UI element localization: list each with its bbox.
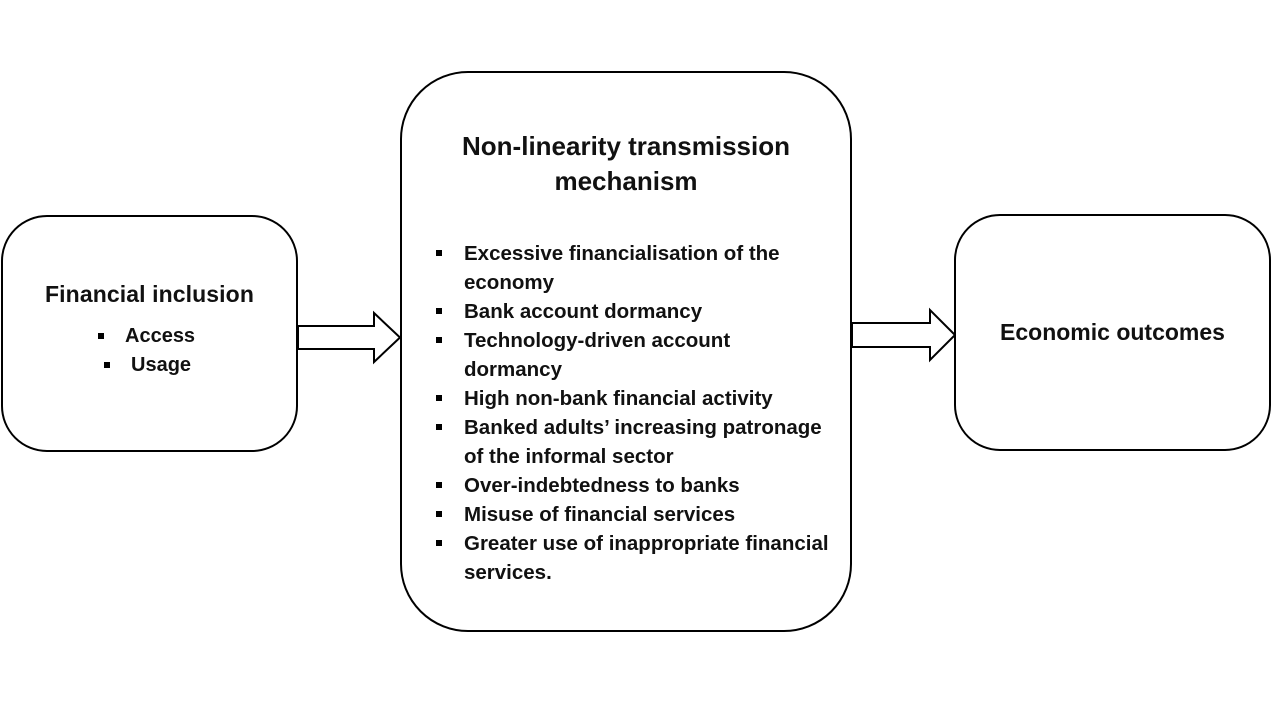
financial-inclusion-box: Financial inclusion Access Usage — [1, 215, 298, 452]
bullet-square-icon — [436, 482, 442, 488]
financial-inclusion-title: Financial inclusion — [45, 281, 254, 307]
bullet-square-icon — [104, 362, 110, 368]
list-item: Excessive financialisation of the econom… — [436, 239, 830, 297]
list-item-label: Technology-driven account dormancy — [464, 329, 731, 381]
bullet-square-icon — [436, 337, 442, 343]
bullet-square-icon — [436, 511, 442, 517]
list-item: Bank account dormancy — [436, 297, 830, 326]
economic-outcomes-title: Economic outcomes — [1000, 319, 1225, 345]
list-item-label: Access — [125, 325, 196, 347]
right-arrow-icon — [297, 310, 402, 365]
list-item-label: Usage — [131, 354, 192, 376]
bullet-square-icon — [98, 333, 104, 339]
transmission-mechanism-list: Excessive financialisation of the econom… — [402, 239, 850, 587]
bullet-square-icon — [436, 395, 442, 401]
list-item-label: Banked adults’ increasing patronage of t… — [464, 416, 822, 468]
financial-inclusion-list: Access Usage — [3, 322, 296, 380]
transmission-mechanism-title: Non-linearity transmission mechanism — [462, 131, 790, 196]
list-item-label: High non-bank financial activity — [464, 387, 773, 410]
right-arrow-icon — [851, 307, 957, 363]
list-item-label: Misuse of financial services — [464, 503, 736, 526]
economic-outcomes-box: Economic outcomes — [954, 214, 1271, 451]
bullet-square-icon — [436, 424, 442, 430]
list-item-label: Greater use of inappropriate financial s… — [464, 532, 829, 584]
bullet-square-icon — [436, 540, 442, 546]
list-item-label: Bank account dormancy — [464, 300, 703, 323]
list-item-label: Over-indebtedness to banks — [464, 474, 740, 497]
list-item: Usage — [3, 351, 296, 380]
list-item: High non-bank financial activity — [436, 384, 830, 413]
bullet-square-icon — [436, 250, 442, 256]
list-item-label: Excessive financialisation of the econom… — [464, 242, 780, 294]
transmission-mechanism-box: Non-linearity transmission mechanism Exc… — [400, 71, 852, 632]
list-item: Access — [3, 322, 296, 351]
list-item: Technology-driven account dormancy — [436, 326, 830, 384]
list-item: Over-indebtedness to banks — [436, 471, 830, 500]
list-item: Misuse of financial services — [436, 500, 830, 529]
bullet-square-icon — [436, 308, 442, 314]
list-item: Greater use of inappropriate financial s… — [436, 529, 830, 587]
list-item: Banked adults’ increasing patronage of t… — [436, 413, 830, 471]
